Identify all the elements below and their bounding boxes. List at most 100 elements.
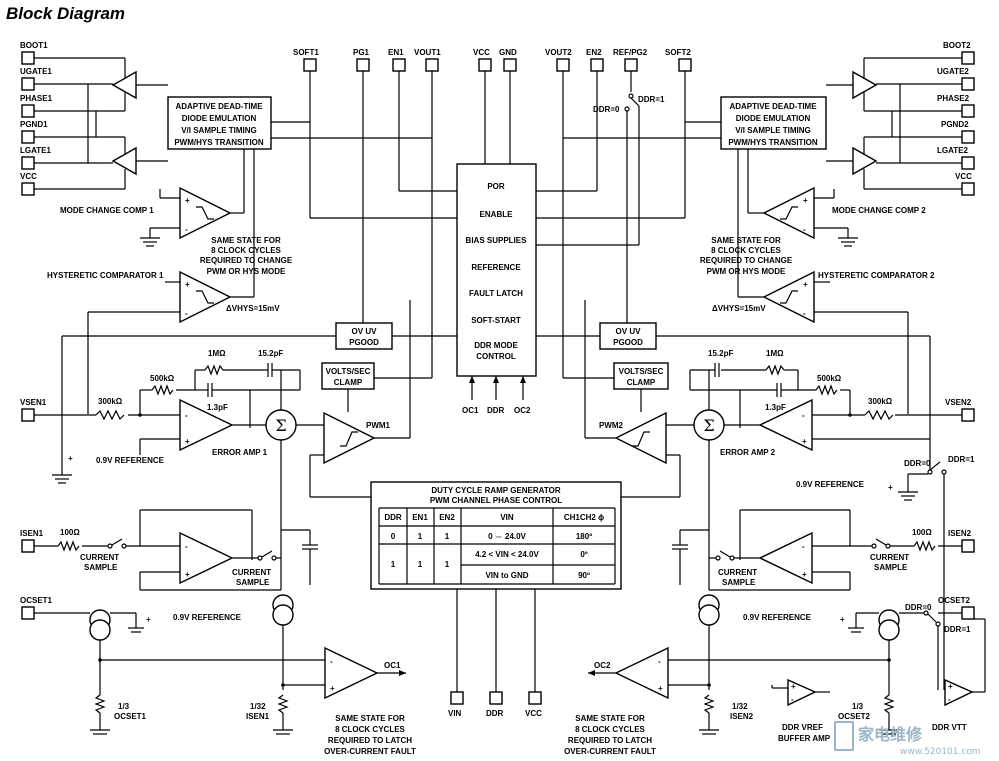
pin-ugate2-box — [961, 77, 975, 91]
same-state-oc1-l2: 8 CLOCK CYCLES — [335, 725, 405, 734]
pin-soft2-label: SOFT2 — [665, 48, 691, 57]
pin-lgate1-label: LGATE1 — [20, 146, 52, 155]
duty-r0-ddr: 0 — [391, 532, 396, 541]
center-in-ddr: DDR — [487, 406, 505, 415]
duty-r2-vin: VIN to GND — [485, 571, 528, 580]
vsen-ddr0-label: DDR=0 — [904, 459, 931, 468]
cs1b-l1: CURRENT — [232, 568, 271, 577]
left-gate-driver: ADAPTIVE DEAD-TIME DIODE EMULATION V/I S… — [34, 57, 293, 414]
cs1a-l2: SAMPLE — [84, 563, 118, 572]
svg-text:-: - — [802, 411, 805, 420]
pin-ugate1-label: UGATE1 — [20, 67, 52, 76]
sum-symbol-1: Σ — [275, 416, 286, 435]
same-state-oc2-l4: OVER-CURRENT FAULT — [564, 747, 656, 756]
ovuv2-l1: OV UV — [616, 327, 642, 336]
error-amp-1-label: ERROR AMP 1 — [212, 448, 268, 457]
svg-text:-: - — [330, 657, 333, 666]
duty-title-2: PWM CHANNEL PHASE CONTROL — [430, 496, 562, 505]
center-in-oc1: OC1 — [462, 406, 479, 415]
pin-vin-box — [450, 691, 464, 705]
pin-vcc2-box — [961, 182, 975, 196]
svg-text:-: - — [803, 225, 806, 234]
right-pins: BOOT2 UGATE2 PHASE2 PGND2 LGATE2 VCC VSE… — [937, 41, 975, 620]
center-reference: REFERENCE — [471, 263, 521, 272]
svg-text:+: + — [802, 437, 807, 446]
clamp2-l1: VOLTS/SEC — [619, 367, 664, 376]
div13-2: 1/3 — [852, 702, 864, 711]
center-fault-latch: FAULT LATCH — [469, 289, 523, 298]
oc2-label: OC2 — [594, 661, 611, 670]
pin-soft1-box — [303, 58, 317, 72]
same-state-mode-1-l3: REQUIRED TO CHANGE — [200, 256, 293, 265]
oc-comp-1 — [324, 646, 379, 700]
pin-vcc-top-box — [478, 58, 492, 72]
left-pins: BOOT1 UGATE1 PHASE1 PGND1 LGATE1 VCC VSE… — [20, 41, 53, 620]
pin-en2-label: EN2 — [586, 48, 602, 57]
adaptive2-line3: V/I SAMPLE TIMING — [735, 126, 811, 135]
same-state-oc1-l4: OVER-CURRENT FAULT — [324, 747, 416, 756]
svg-text:-: - — [185, 225, 188, 234]
same-state-oc2-l2: 8 CLOCK CYCLES — [575, 725, 645, 734]
svg-text:+: + — [803, 280, 808, 289]
clamp1-l2: CLAMP — [334, 378, 363, 387]
pin-phase1-label: PHASE1 — [20, 94, 53, 103]
pin-ugate1-box — [21, 77, 35, 91]
oc1-label: OC1 — [384, 661, 401, 670]
pin-lgate2-label: LGATE2 — [937, 146, 969, 155]
duty-r0-phase: 180º — [576, 532, 592, 541]
svg-text:+: + — [330, 684, 335, 693]
pin-vcc-bottom-label: VCC — [525, 709, 542, 718]
svg-text:+: + — [658, 684, 663, 693]
svg-text:+: + — [146, 615, 151, 624]
c1p3-1: 1.3pF — [207, 403, 228, 412]
ref-ddr0-label: DDR=0 — [593, 105, 620, 114]
pin-pgnd2-label: PGND2 — [941, 120, 969, 129]
center-soft-start: SOFT-START — [471, 316, 521, 325]
adaptive1-line4: PWM/HYS TRANSITION — [174, 138, 264, 147]
current-amp-2 — [758, 531, 813, 585]
cs1b-l2: SAMPLE — [236, 578, 270, 587]
cs2a-l2: SAMPLE — [874, 563, 908, 572]
r500k-1: 500kΩ — [150, 374, 175, 383]
clamp1-l1: VOLTS/SEC — [326, 367, 371, 376]
pin-ocset1-label: OCSET1 — [20, 596, 53, 605]
same-state-mode-1-l2: 8 CLOCK CYCLES — [211, 246, 281, 255]
ovuv-pgood-1 — [335, 322, 393, 350]
ref09-1b: 0.9V REFERENCE — [173, 613, 242, 622]
center-in-oc2: OC2 — [514, 406, 531, 415]
adaptive2-line4: PWM/HYS TRANSITION — [728, 138, 818, 147]
r100-2: 100Ω — [912, 528, 932, 537]
duty-r0-vin: 0 ⇔ 24.0V — [488, 532, 526, 541]
pin-isen1-box — [21, 539, 35, 553]
pin-boot1-box — [21, 51, 35, 65]
pin-vin-label: VIN — [448, 709, 462, 718]
pin-refpg2-box — [624, 58, 638, 72]
duty-r1-ddr: 1 — [391, 560, 396, 569]
pin-isen1-label: ISEN1 — [20, 529, 44, 538]
pin-pgnd1-box — [21, 130, 35, 144]
same-state-oc2-l3: REQUIRED TO LATCH — [568, 736, 652, 745]
same-state-oc2-l1: SAME STATE FOR — [575, 714, 645, 723]
svg-text:+: + — [68, 454, 73, 463]
svg-text:+: + — [185, 196, 190, 205]
r1m-2: 1MΩ — [766, 349, 784, 358]
pin-lgate1-box — [21, 156, 35, 170]
cs1a-l1: CURRENT — [80, 553, 119, 562]
pin-ddr-box — [489, 691, 503, 705]
pin-ocset2-box — [961, 606, 975, 620]
svg-text:+: + — [948, 682, 953, 691]
pin-gnd-box — [503, 58, 517, 72]
center-enable: ENABLE — [480, 210, 514, 219]
same-state-mode-2-l3: REQUIRED TO CHANGE — [700, 256, 793, 265]
pin-pgnd2-box — [961, 130, 975, 144]
pin-soft1-label: SOFT1 — [293, 48, 319, 57]
pin-soft2-box — [678, 58, 692, 72]
center-por: POR — [487, 182, 505, 191]
vsen-ddr1-label: DDR=1 — [948, 455, 975, 464]
ocset1-label: OCSET1 — [114, 712, 147, 721]
pin-vsen1-box — [21, 408, 35, 422]
same-state-mode-2-l4: PWM OR HYS MODE — [707, 267, 786, 276]
pin-boot2-box — [961, 51, 975, 65]
pin-ocset2-label: OCSET2 — [938, 596, 971, 605]
pin-ugate2-label: UGATE2 — [937, 67, 969, 76]
